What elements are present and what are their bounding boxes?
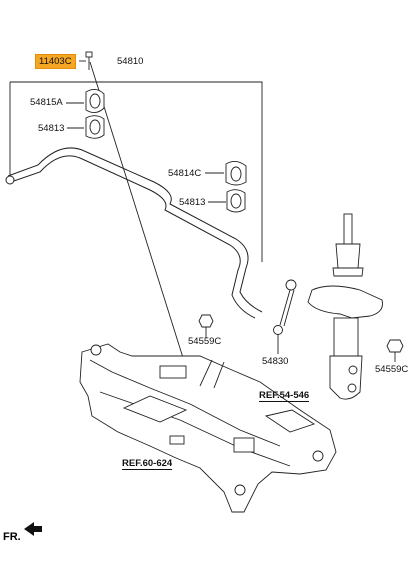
bushing-icon [226, 189, 246, 213]
part-label-54559c-link[interactable]: 54559C [188, 336, 222, 347]
part-label-54813-left[interactable]: 54813 [38, 123, 65, 134]
part-label-54815a[interactable]: 54815A [30, 97, 63, 108]
bushing-icon [85, 89, 105, 113]
clamp-icon [225, 161, 247, 186]
front-arrow-icon [24, 522, 42, 536]
bolt-icon [85, 51, 93, 70]
part-label-54830[interactable]: 54830 [262, 356, 289, 367]
part-label-54814c[interactable]: 54814C [168, 168, 202, 179]
part-label-54559c-strut[interactable]: 54559C [375, 364, 409, 375]
group-bracket [10, 81, 263, 262]
strut-assembly [307, 213, 383, 400]
nut-icon [386, 339, 404, 353]
part-label-54810[interactable]: 54810 [117, 56, 144, 67]
part-label-54813-right[interactable]: 54813 [179, 197, 206, 208]
nut-icon [198, 314, 214, 328]
stabilizer-bar [5, 147, 263, 319]
ref-label-strut[interactable]: REF.54-546 [259, 390, 310, 402]
subframe [79, 343, 337, 513]
direction-label: FR. [3, 531, 21, 543]
bolt-leader [89, 61, 191, 381]
stabilizer-link [273, 279, 297, 335]
part-label-11403c[interactable]: 11403C [35, 54, 76, 69]
ref-label-subframe[interactable]: REF.60-624 [122, 458, 173, 470]
bushing-icon [85, 115, 105, 139]
